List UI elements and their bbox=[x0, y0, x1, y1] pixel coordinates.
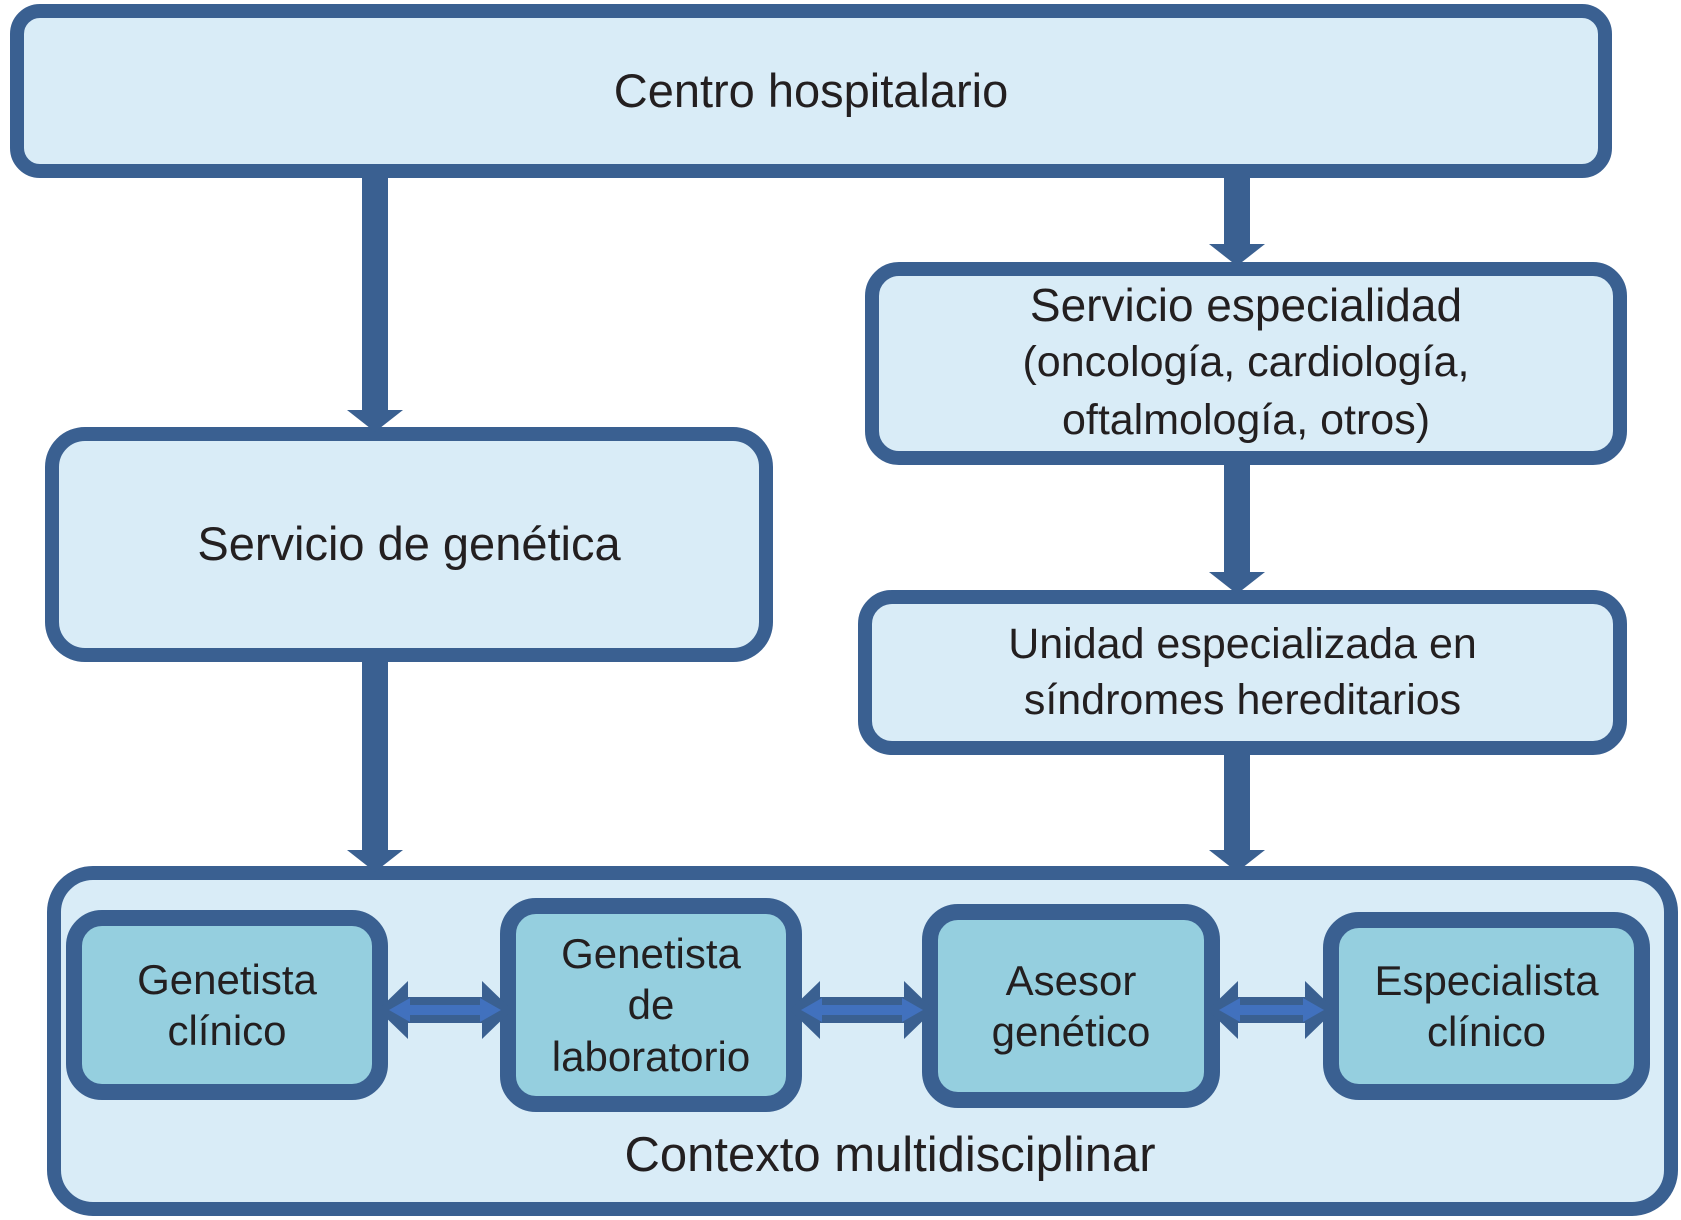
arrow-centro-to-genetica bbox=[347, 164, 403, 432]
asesor-genetico-label: Asesor genético bbox=[991, 956, 1151, 1055]
arrow-genetica-to-contexto bbox=[347, 648, 403, 872]
genetista-clinico-label: Genetista clínico bbox=[137, 955, 317, 1054]
arrow-centro-to-especialidad bbox=[1209, 164, 1265, 266]
arrow-unidad-to-contexto bbox=[1209, 745, 1265, 872]
centro-label: Centro hospitalario bbox=[613, 63, 1009, 117]
especialidad-subtitle: (oncología, cardiología, oftalmología, o… bbox=[1022, 338, 1470, 445]
genetista-clinico-node: Genetista clínico bbox=[66, 910, 388, 1100]
asesor-genetico-node: Asesor genético bbox=[922, 904, 1220, 1108]
especialista-clinico-label: Especialista clínico bbox=[1374, 956, 1599, 1055]
especialista-clinico-node: Especialista clínico bbox=[1323, 912, 1650, 1100]
unidad-label: Unidad especializada en síndromes heredi… bbox=[1008, 619, 1477, 724]
unidad-sindromes-hereditarios-node: Unidad especializada en síndromes heredi… bbox=[858, 590, 1627, 755]
servicio-genetica-node: Servicio de genética bbox=[45, 427, 773, 662]
servicio-especialidad-node: Servicio especialidad (oncología, cardio… bbox=[865, 262, 1627, 465]
arrow-especialidad-to-unidad bbox=[1209, 455, 1265, 594]
contexto-label: Contexto multidisciplinar bbox=[624, 1127, 1156, 1182]
genetica-label: Servicio de genética bbox=[197, 517, 621, 571]
genetista-laboratorio-node: Genetista de laboratorio bbox=[500, 898, 802, 1112]
centro-hospitalario-node: Centro hospitalario bbox=[10, 4, 1612, 178]
genetista-laboratorio-label: Genetista de laboratorio bbox=[551, 930, 751, 1080]
especialidad-title: Servicio especialidad bbox=[1029, 278, 1463, 331]
